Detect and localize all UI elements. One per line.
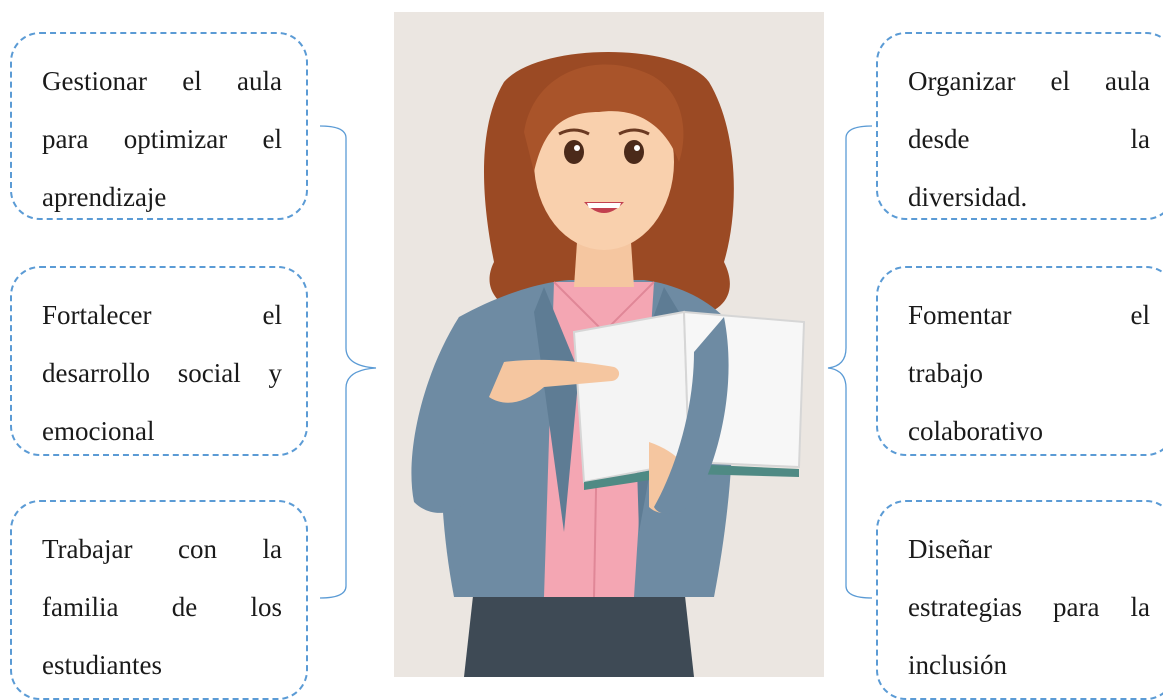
right-brace xyxy=(827,125,873,599)
skill-line: estrategias para la xyxy=(908,592,1150,622)
skill-line: Trabajar con la xyxy=(42,534,282,564)
skill-line: Organizar el aula xyxy=(908,66,1150,96)
skill-line: aprendizaje xyxy=(42,182,167,212)
skill-box-organizar-aula: Organizar el aula desde la diversidad. xyxy=(876,32,1163,220)
skill-box-estrategias-inclusion: Diseñar estrategias para la inclusión xyxy=(876,500,1163,700)
skill-line: estudiantes xyxy=(42,650,162,680)
skill-box-gestionar-aula: Gestionar el aula para optimizar el apre… xyxy=(10,32,308,220)
skill-line: para optimizar el xyxy=(42,124,282,154)
skill-line: inclusión xyxy=(908,650,1007,680)
skill-box-trabajo-colaborativo: Fomentar el trabajo colaborativo xyxy=(876,266,1163,456)
skill-line: Diseñar xyxy=(908,534,992,564)
teacher-illustration xyxy=(394,12,824,677)
skill-line: trabajo xyxy=(908,358,983,388)
skill-line: Gestionar el aula xyxy=(42,66,282,96)
skill-line: desarrollo social y xyxy=(42,358,282,388)
skill-line: familia de los xyxy=(42,592,282,622)
skill-box-desarrollo-social: Fortalecer el desarrollo social y emocio… xyxy=(10,266,308,456)
skill-line: Fomentar el xyxy=(908,300,1150,330)
skill-box-trabajar-familia: Trabajar con la familia de los estudiant… xyxy=(10,500,308,700)
skill-line: diversidad. xyxy=(908,182,1028,212)
skill-line: desde la xyxy=(908,124,1150,154)
skill-line: colaborativo xyxy=(908,416,1043,446)
left-brace xyxy=(319,125,377,599)
skill-line: Fortalecer el xyxy=(42,300,282,330)
skill-line: emocional xyxy=(42,416,155,446)
